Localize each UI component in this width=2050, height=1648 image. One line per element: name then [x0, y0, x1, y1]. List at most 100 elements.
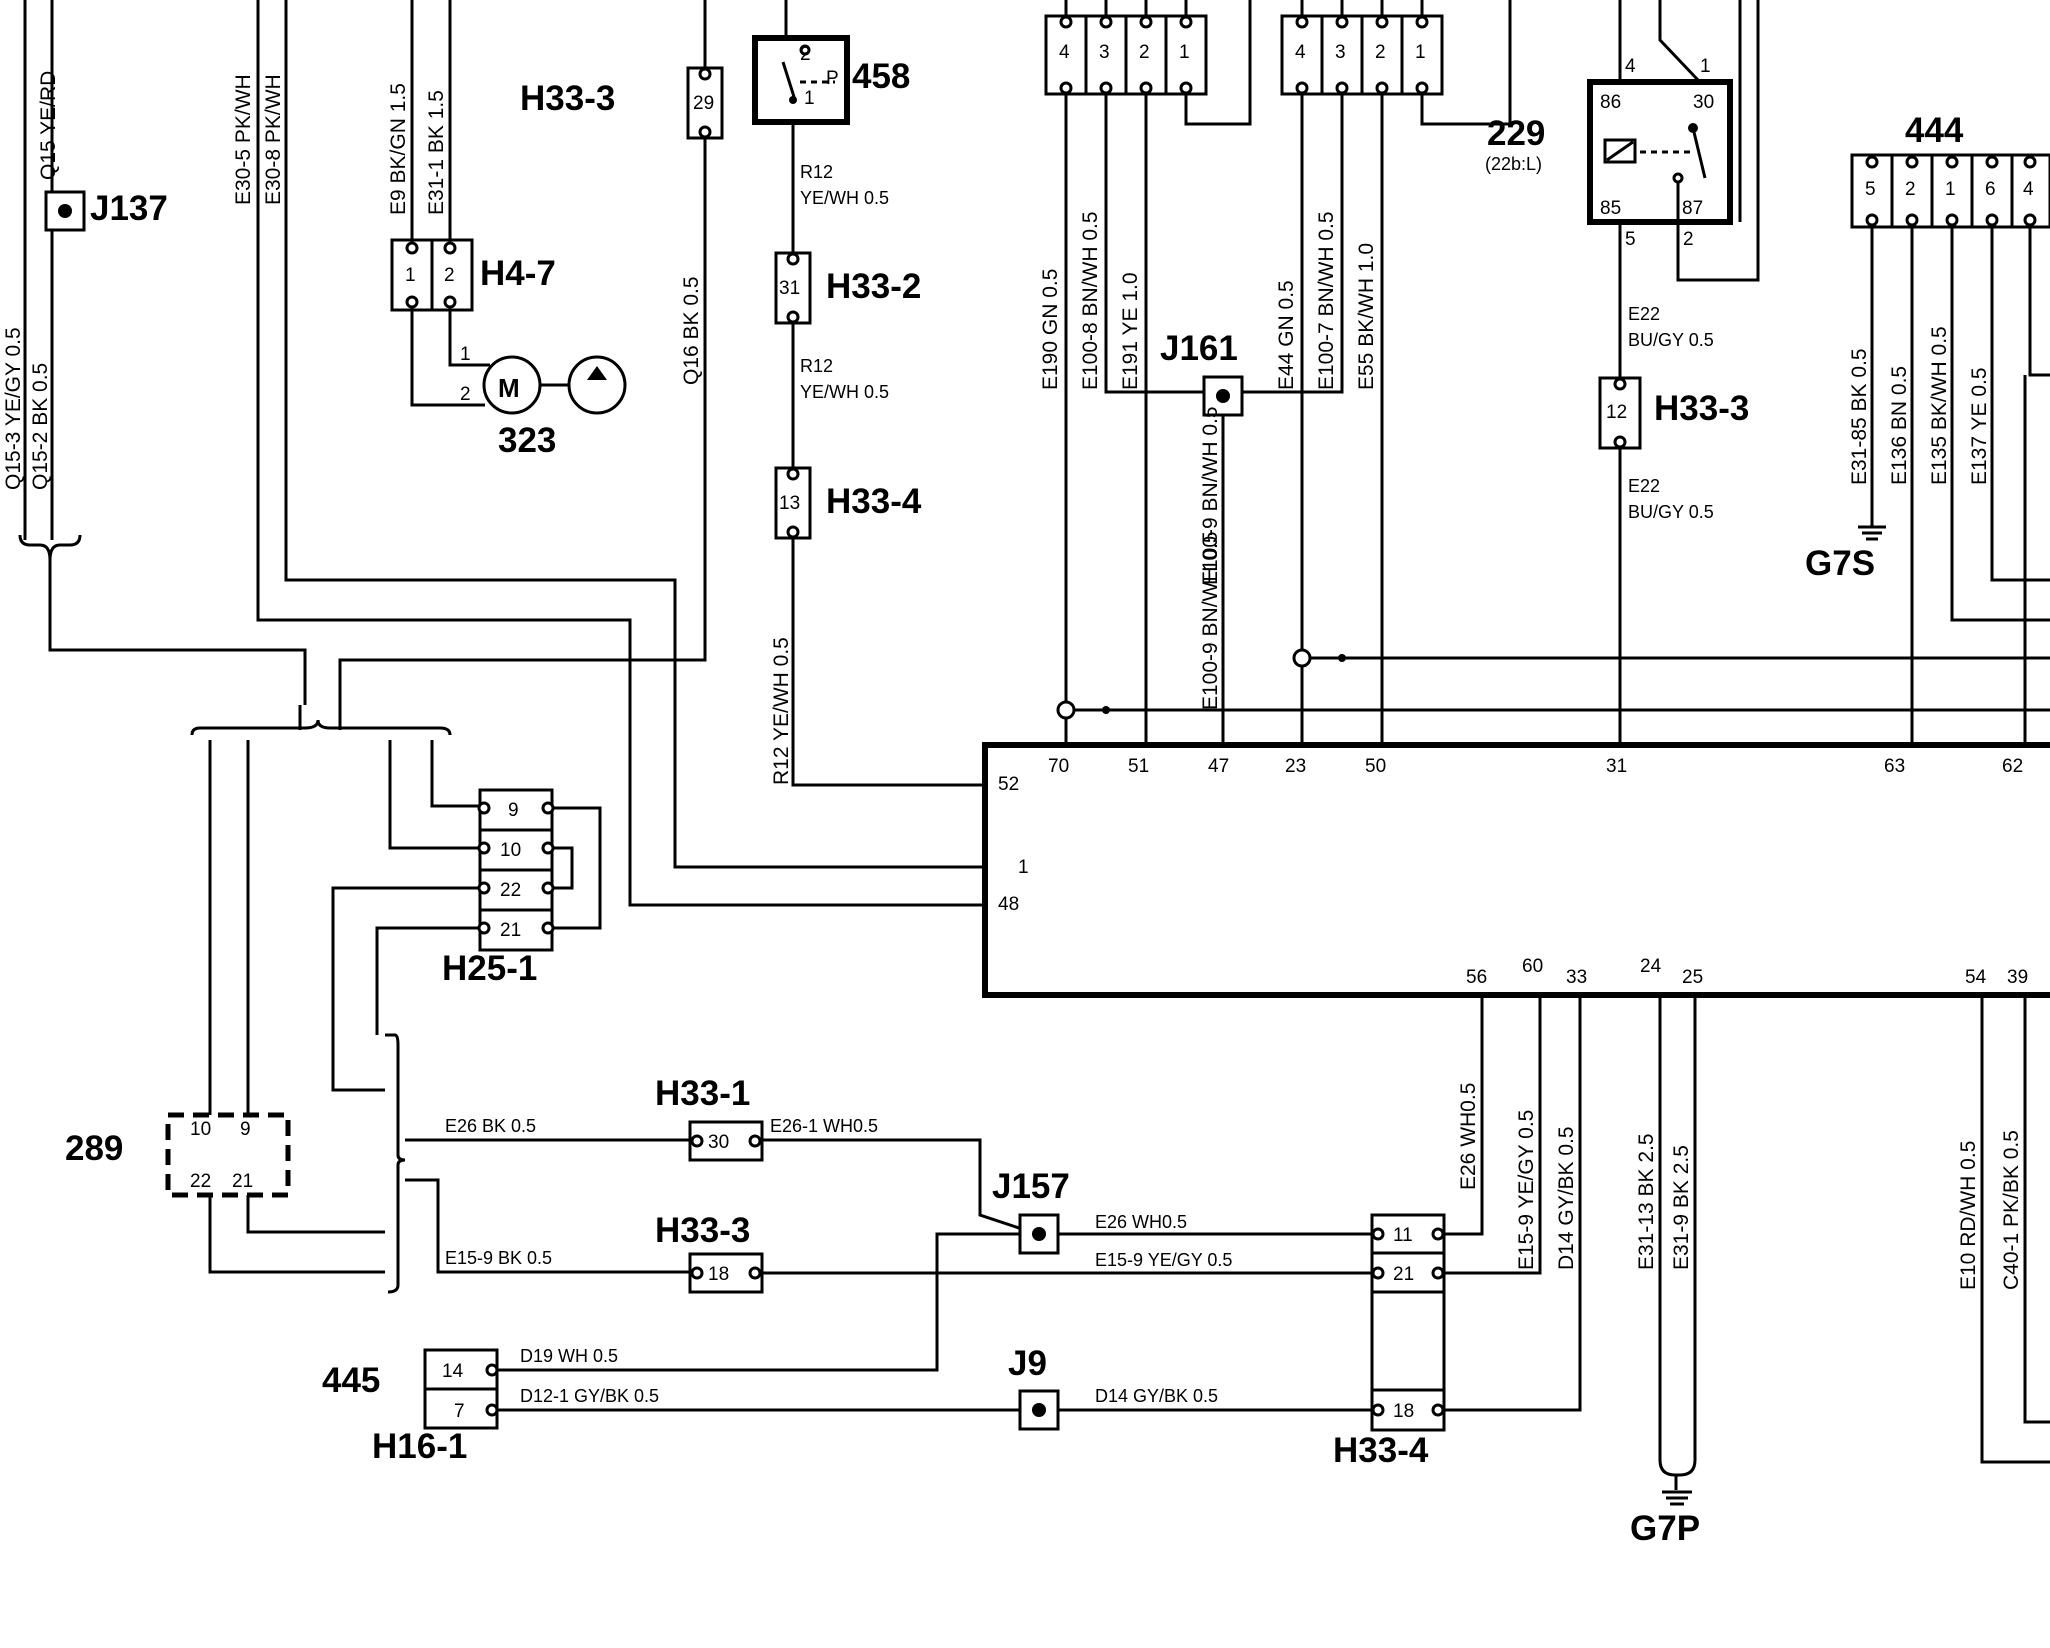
- pin-h33-4-21: 21: [1393, 1264, 1414, 1285]
- pin-229-2: 2: [1683, 229, 1694, 250]
- label-j157: J157: [992, 1167, 1070, 1206]
- ground-g7p: G7P E31-13 BK 2.5 E31-9 BK 2.5: [1630, 995, 1700, 1548]
- motor-letter: M: [498, 373, 520, 403]
- label-h33-1: H33-1: [655, 1074, 750, 1113]
- ecu-pin-63: 63: [1884, 756, 1905, 777]
- label-j9: J9: [1008, 1344, 1047, 1383]
- wire-label-e31-85: E31-85 BK 0.5: [1848, 348, 1871, 485]
- label-h33-3-low: H33-3: [655, 1211, 750, 1250]
- q15-wire-group: Q15-3 YE/GY 0.5 Q15-2 BK 0.5 Q15 YE/RD J…: [2, 0, 307, 705]
- wire-label-e31-9: E31-9 BK 2.5: [1670, 1145, 1693, 1270]
- splice-box-j137: [44, 190, 86, 232]
- pin-444-2: 2: [1905, 179, 1916, 200]
- pin-229-4: 4: [1625, 56, 1636, 77]
- ecu-pin-52: 52: [998, 774, 1019, 795]
- wire-label-e100-9: E100-9 BN/WH 0.5: [1199, 531, 1222, 710]
- pin-h33-1-30: 30: [708, 1132, 729, 1153]
- ecu-pin-54: 54: [1965, 967, 1987, 988]
- pin-444-4: 4: [2023, 179, 2034, 200]
- wire-label-d14-v: D14 GY/BK 0.5: [1555, 1126, 1578, 1270]
- pin-h33-3-12: 12: [1606, 402, 1627, 423]
- ecu-pin-33: 33: [1566, 967, 1587, 988]
- component-289: 10 9 22 21 289: [65, 1112, 291, 1198]
- pin-motor-1: 1: [460, 344, 471, 365]
- pin-h4-7-1: 1: [405, 265, 416, 286]
- pin-445-7: 7: [454, 1401, 465, 1422]
- wire-label-e26-wh-h: E26 WH0.5: [1095, 1212, 1187, 1232]
- pin-445-14: 14: [442, 1361, 464, 1382]
- pin-458-2: 2: [800, 44, 811, 65]
- left-bundle: [190, 705, 480, 1115]
- wire-label-e26-wh-v: E26 WH0.5: [1457, 1083, 1480, 1190]
- wire-label-e30-8: E30-8 PK/WH: [262, 74, 285, 205]
- label-445: 445: [322, 1361, 380, 1400]
- wire-label-e44: E44 GN 0.5: [1275, 280, 1298, 390]
- wire-label-r12-a2: YE/WH 0.5: [800, 188, 889, 208]
- pin-289-21: 21: [232, 1171, 253, 1192]
- wire-label-e100-8: E100-8 BN/WH 0.5: [1079, 211, 1102, 390]
- label-229-sub: (22b:L): [1485, 154, 1542, 174]
- label-g7s: G7S: [1805, 544, 1875, 583]
- wire-label-d19: D19 WH 0.5: [520, 1346, 618, 1366]
- ecu-top-wires: J161 E190 GN 0.5 E100-8 BN/WH 0.5 E191 Y…: [1039, 94, 2050, 745]
- ecu-pin-25: 25: [1682, 967, 1703, 988]
- label-h33-3-top: H33-3: [520, 79, 615, 118]
- pin-229-87: 87: [1682, 198, 1703, 219]
- connector-445: 14 7 445 H16-1 D19 WH 0.5 D12-1 GY/BK 0.…: [322, 1344, 1372, 1466]
- pin-444-6: 6: [1985, 179, 1996, 200]
- wire-label-q15: Q15 YE/RD: [37, 71, 60, 180]
- wire-label-e191: E191 YE 1.0: [1119, 272, 1142, 390]
- pin-conn-a-1: 1: [1179, 42, 1190, 63]
- wire-label-e26-bk: E26 BK 0.5: [445, 1116, 536, 1136]
- pin-conn-a-3: 3: [1099, 42, 1110, 63]
- pin-444-1: 1: [1945, 179, 1956, 200]
- pin-conn-b-4: 4: [1295, 42, 1306, 63]
- ecu-pin-60: 60: [1522, 956, 1543, 977]
- splice-node-j157: [1032, 1227, 1046, 1241]
- wire-label-e15-9-ye: E15-9 YE/GY 0.5: [1095, 1250, 1232, 1270]
- pin-h33-4-11: 11: [1393, 1225, 1413, 1246]
- splice-node-j137: [58, 204, 72, 218]
- wire-label-e30-5: E30-5 PK/WH: [232, 74, 255, 205]
- connector-h33-3-top: 29 H33-3 Q16 BK 0.5: [338, 0, 724, 705]
- wire-label-q16: Q16 BK 0.5: [680, 276, 703, 385]
- splice-node-j9: [1032, 1403, 1046, 1417]
- label-323: 323: [498, 421, 556, 460]
- wire-label-e31-1: E31-1 BK 1.5: [425, 90, 448, 215]
- pin-conn-b-3: 3: [1335, 42, 1346, 63]
- pin-h25-1-10: 10: [500, 840, 521, 861]
- ecu-pin-23: 23: [1285, 756, 1306, 777]
- wire-label-e26-1: E26-1 WH0.5: [770, 1116, 878, 1136]
- wire-label-q15-3: Q15-3 YE/GY 0.5: [2, 327, 25, 490]
- switch-458: 2 1 P 458 R12 YE/WH 0.5 31 H33-2 R12 YE/…: [752, 0, 985, 787]
- pin-h33-3-29: 29: [693, 93, 714, 114]
- wire-label-e190: E190 GN 0.5: [1039, 269, 1062, 390]
- ecu-pin-48: 48: [998, 894, 1019, 915]
- pin-444-5: 5: [1865, 179, 1876, 200]
- wire-label-r12-c: R12 YE/WH 0.5: [770, 637, 793, 785]
- right-bottom-wires: E10 RD/WH 0.5 C40-1 PK/BK 0.5: [1957, 995, 2050, 1464]
- pin-h33-3-18: 18: [708, 1264, 729, 1285]
- wire-label-e15-9-v: E15-9 YE/GY 0.5: [1515, 1110, 1538, 1270]
- label-j161: J161: [1160, 329, 1238, 368]
- pin-229-1: 1: [1700, 56, 1711, 77]
- ecu-pin-39: 39: [2007, 967, 2028, 988]
- wire-label-e55: E55 BK/WH 1.0: [1355, 243, 1378, 390]
- label-j137: J137: [90, 189, 168, 228]
- pin-h33-2-31: 31: [779, 278, 800, 299]
- label-h33-3-right: H33-3: [1654, 389, 1749, 428]
- wire-label-e31-13: E31-13 BK 2.5: [1635, 1133, 1658, 1270]
- pin-conn-a-4: 4: [1059, 42, 1070, 63]
- wire-label-e22-b2: BU/GY 0.5: [1628, 502, 1714, 522]
- ecu-pin-70: 70: [1048, 756, 1069, 777]
- pin-motor-2: 2: [460, 384, 471, 405]
- pin-h33-4-18: 18: [1393, 1401, 1414, 1422]
- wire-label-d12-1: D12-1 GY/BK 0.5: [520, 1386, 659, 1406]
- ecu-pin-56: 56: [1466, 967, 1487, 988]
- wire-label-r12-b2: YE/WH 0.5: [800, 382, 889, 402]
- wire-label-e100-7: E100-7 BN/WH 0.5: [1315, 211, 1338, 390]
- pin-458-p: P: [826, 68, 839, 89]
- connector-444: 5 2 1 6 4 444 G7S E31-85 BK 0.5 E136 BN …: [1805, 111, 2050, 745]
- wire-label-r12-b: R12: [800, 356, 833, 376]
- pin-289-10: 10: [190, 1119, 211, 1140]
